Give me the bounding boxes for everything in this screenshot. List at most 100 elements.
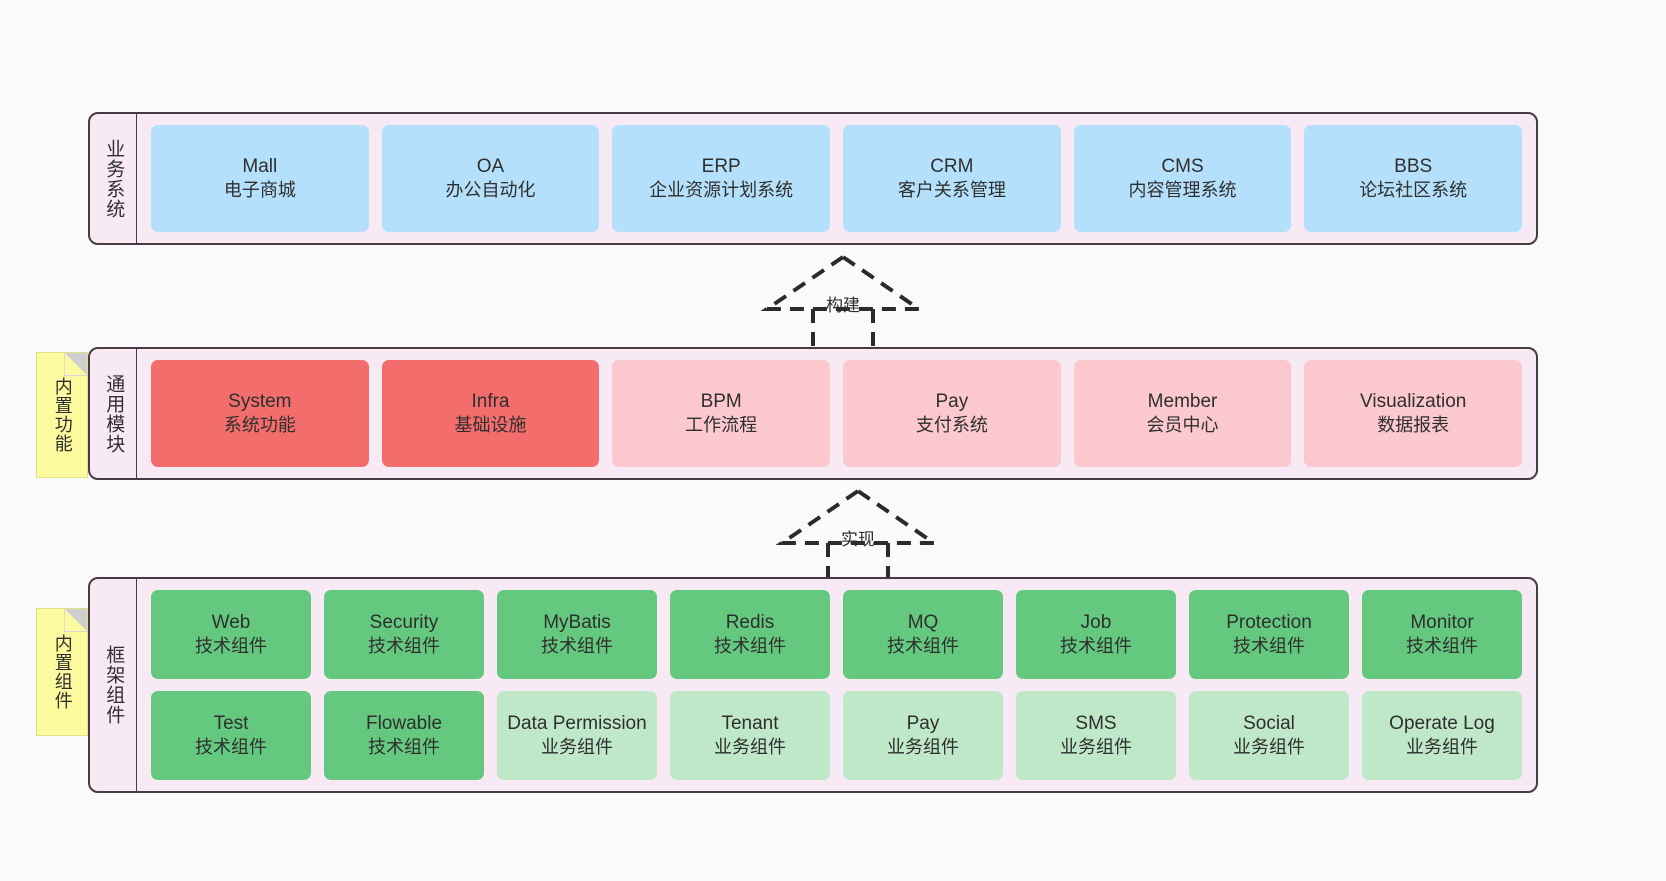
card-security[interactable]: Security 技术组件 [324, 590, 484, 679]
card-title: MyBatis [543, 611, 611, 633]
card-protection[interactable]: Protection 技术组件 [1189, 590, 1349, 679]
card-subtitle: 数据报表 [1377, 415, 1450, 436]
card-title: Security [369, 611, 439, 633]
card-subtitle: 支付系统 [915, 415, 988, 436]
layer-label-framework-components: 框架组件 [90, 579, 137, 791]
card-bpm[interactable]: BPM 工作流程 [612, 360, 831, 467]
generalization-arrow-icon [760, 254, 926, 351]
card-title: System [228, 390, 292, 412]
card-visualization[interactable]: Visualization 数据报表 [1304, 360, 1523, 467]
card-erp[interactable]: ERP 企业资源计划系统 [612, 125, 831, 232]
layer-label-business-systems: 业务系统 [90, 114, 137, 243]
card-social[interactable]: Social 业务组件 [1189, 691, 1349, 780]
card-subtitle: 业务组件 [887, 737, 959, 758]
connector-implement: 实现 [768, 487, 948, 585]
card-title: Pay [935, 390, 969, 412]
card-job[interactable]: Job 技术组件 [1016, 590, 1176, 679]
connector-label-build: 构建 [826, 296, 860, 315]
card-subtitle: 技术组件 [541, 636, 613, 657]
card-title: CMS [1161, 155, 1204, 177]
layer-common-modules[interactable]: 通用模块 System 系统功能 Infra 基础设施 BPM 工作流程 Pay… [88, 347, 1538, 480]
card-row: Web 技术组件 Security 技术组件 MyBatis 技术组件 Redi… [151, 590, 1522, 679]
card-title: Job [1080, 611, 1112, 633]
card-subtitle: 业务组件 [1233, 737, 1305, 758]
card-system[interactable]: System 系统功能 [151, 360, 369, 467]
card-operate-log[interactable]: Operate Log 业务组件 [1362, 691, 1522, 780]
layer-business-systems[interactable]: 业务系统 Mall 电子商城 OA 办公自动化 ERP 企业资源计划系统 CRM… [88, 112, 1538, 245]
card-subtitle: 业务组件 [714, 737, 786, 758]
card-title: MQ [907, 611, 939, 633]
connector-label-implement: 实现 [841, 530, 875, 549]
card-title: Infra [471, 390, 510, 412]
card-cms[interactable]: CMS 内容管理系统 [1073, 125, 1292, 232]
card-title: Data Permission [507, 712, 647, 734]
card-title: Social [1243, 712, 1295, 734]
card-oa[interactable]: OA 办公自动化 [381, 125, 600, 232]
note-builtin-features[interactable]: 内置功能 [36, 352, 88, 478]
card-title: Web [211, 611, 251, 633]
card-test[interactable]: Test 技术组件 [151, 691, 311, 780]
folded-corner-icon [64, 609, 87, 632]
card-web[interactable]: Web 技术组件 [151, 590, 311, 679]
card-title: Mall [242, 155, 278, 177]
connector-build: 构建 [753, 253, 933, 351]
card-subtitle: 论坛社区系统 [1359, 180, 1468, 201]
folded-corner-icon [64, 353, 87, 376]
card-title: Monitor [1410, 611, 1474, 633]
card-subtitle: 技术组件 [714, 636, 786, 657]
card-subtitle: 电子商城 [223, 180, 296, 201]
card-title: Tenant [721, 712, 779, 734]
card-data-permission[interactable]: Data Permission 业务组件 [497, 691, 657, 780]
card-subtitle: 技术组件 [887, 636, 959, 657]
card-subtitle: 业务组件 [541, 737, 613, 758]
card-title: Operate Log [1389, 712, 1495, 734]
card-subtitle: 客户关系管理 [897, 180, 1006, 201]
card-title: OA [476, 155, 505, 177]
card-subtitle: 技术组件 [1233, 636, 1305, 657]
card-title: ERP [701, 155, 741, 177]
card-pay-business[interactable]: Pay 业务组件 [843, 691, 1003, 780]
card-subtitle: 工作流程 [685, 415, 758, 436]
card-title: CRM [930, 155, 974, 177]
card-mall[interactable]: Mall 电子商城 [151, 125, 369, 232]
card-flowable[interactable]: Flowable 技术组件 [324, 691, 484, 780]
card-infra[interactable]: Infra 基础设施 [381, 360, 600, 467]
note-label: 内置功能 [52, 377, 73, 453]
card-subtitle: 企业资源计划系统 [649, 180, 794, 201]
card-bbs[interactable]: BBS 论坛社区系统 [1304, 125, 1523, 232]
card-row: System 系统功能 Infra 基础设施 BPM 工作流程 Pay 支付系统… [151, 360, 1523, 467]
card-redis[interactable]: Redis 技术组件 [670, 590, 830, 679]
card-pay[interactable]: Pay 支付系统 [843, 360, 1061, 467]
card-subtitle: 技术组件 [195, 636, 267, 657]
card-title: Redis [725, 611, 775, 633]
card-subtitle: 技术组件 [195, 737, 267, 758]
card-subtitle: 业务组件 [1406, 737, 1478, 758]
card-title: Flowable [365, 712, 443, 734]
card-subtitle: 技术组件 [1406, 636, 1478, 657]
card-subtitle: 系统功能 [223, 415, 296, 436]
card-mybatis[interactable]: MyBatis 技术组件 [497, 590, 657, 679]
card-sms[interactable]: SMS 业务组件 [1016, 691, 1176, 780]
card-tenant[interactable]: Tenant 业务组件 [670, 691, 830, 780]
card-crm[interactable]: CRM 客户关系管理 [843, 125, 1061, 232]
layer-body-common-modules: System 系统功能 Infra 基础设施 BPM 工作流程 Pay 支付系统… [137, 349, 1536, 478]
layer-body-business-systems: Mall 电子商城 OA 办公自动化 ERP 企业资源计划系统 CRM 客户关系… [137, 114, 1536, 243]
card-subtitle: 会员中心 [1146, 415, 1219, 436]
card-subtitle: 基础设施 [454, 415, 527, 436]
card-member[interactable]: Member 会员中心 [1073, 360, 1292, 467]
card-title: Visualization [1360, 390, 1467, 412]
card-title: BPM [700, 390, 742, 412]
card-subtitle: 技术组件 [1060, 636, 1132, 657]
note-builtin-components[interactable]: 内置组件 [36, 608, 88, 736]
card-subtitle: 技术组件 [368, 636, 440, 657]
card-row: Test 技术组件 Flowable 技术组件 Data Permission … [151, 691, 1522, 780]
layer-label-common-modules: 通用模块 [90, 349, 137, 478]
layer-framework-components[interactable]: 框架组件 Web 技术组件 Security 技术组件 MyBatis 技术组件… [88, 577, 1538, 793]
card-row: Mall 电子商城 OA 办公自动化 ERP 企业资源计划系统 CRM 客户关系… [151, 125, 1523, 232]
note-label: 内置组件 [52, 634, 73, 710]
card-title: Protection [1226, 611, 1312, 633]
card-subtitle: 业务组件 [1060, 737, 1132, 758]
card-monitor[interactable]: Monitor 技术组件 [1362, 590, 1522, 679]
card-mq[interactable]: MQ 技术组件 [843, 590, 1003, 679]
